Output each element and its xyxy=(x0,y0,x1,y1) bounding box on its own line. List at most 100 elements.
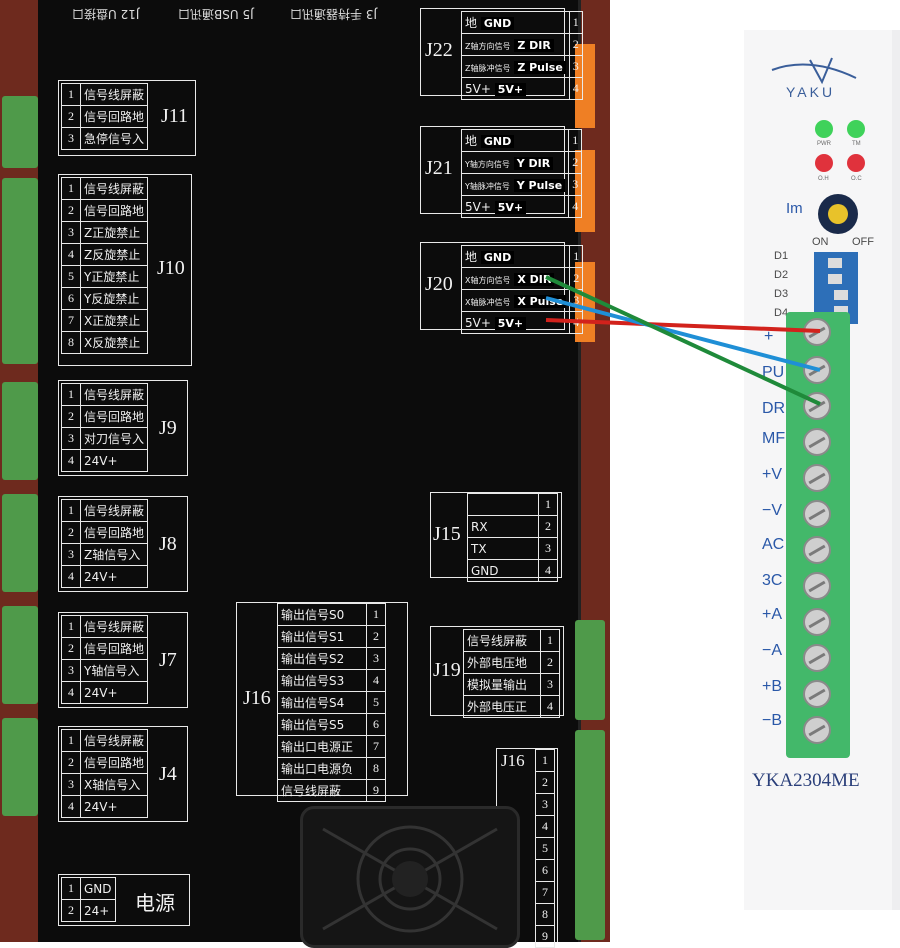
dip-switch-4[interactable] xyxy=(834,306,848,316)
j16-pin8-num: 8 xyxy=(366,757,386,780)
j20-label: J20 xyxy=(425,273,453,295)
left-terminal-j8 xyxy=(2,494,38,592)
screw-bplus[interactable] xyxy=(803,680,831,708)
screw-aminus[interactable] xyxy=(803,644,831,672)
j4-pin2-name: 信号回路地 xyxy=(79,751,149,774)
power-pin2-name: 24+ xyxy=(80,899,116,922)
j20-pin2-annotation: X DIR xyxy=(514,272,555,286)
j10-pin2-name: 信号回路地 xyxy=(79,199,149,222)
j7-pin3-name: Y轴信号入 xyxy=(79,659,149,682)
led-tm-label: TM xyxy=(852,141,861,147)
right-terminal-j19 xyxy=(575,620,605,720)
terminal-label-bplus: +B xyxy=(762,678,783,695)
j16-strip-label: J16 xyxy=(501,751,525,770)
j10-pin7-name: X正旋禁止 xyxy=(79,309,149,332)
terminal-label-vminus: −V xyxy=(762,502,783,519)
terminal-label-ac: AC xyxy=(762,536,785,553)
j8-pin2-name: 信号回路地 xyxy=(79,521,149,544)
screw-aplus[interactable] xyxy=(803,608,831,636)
left-terminal-j4 xyxy=(2,718,38,816)
dip-switch-2[interactable] xyxy=(828,274,842,284)
terminal-label-plus: + xyxy=(764,328,774,345)
terminal-label-mf: MF xyxy=(762,430,786,447)
current-adjust-knob[interactable] xyxy=(818,194,858,234)
terminal-label-aplus: +A xyxy=(762,606,783,623)
j22-pin3-name: Z轴脉冲信号 xyxy=(465,63,511,73)
j16-pin5-name: 输出信号S4 xyxy=(277,691,367,714)
dip-label-d1: D1 xyxy=(774,250,789,262)
right-terminal-j16 xyxy=(575,730,605,940)
screw-bminus[interactable] xyxy=(803,716,831,744)
j21-pin1-name: 地 xyxy=(465,134,478,148)
j8-label: J8 xyxy=(159,533,177,555)
j21-label: J21 xyxy=(425,157,453,179)
j20-pin2-name: X轴方向信号 xyxy=(465,275,511,285)
power-pin1-name: GND xyxy=(80,877,116,900)
left-terminal-j10 xyxy=(2,178,38,364)
power-label: 电源 xyxy=(135,893,175,915)
j21-pin4-num: 4 xyxy=(568,195,583,218)
j22-pin1-name: 地 xyxy=(465,16,478,30)
screw-ac[interactable] xyxy=(803,536,831,564)
terminal-label-bminus: −B xyxy=(762,712,783,729)
j11-pin3-name: 急停信号入 xyxy=(79,127,149,150)
dip-switch-3[interactable] xyxy=(834,290,848,300)
j20-pin4-annotation: 5V+ xyxy=(494,316,527,330)
j10-pin4-name: Z反旋禁止 xyxy=(79,243,149,266)
terminal-label-vplus: +V xyxy=(762,466,783,483)
screw-3c[interactable] xyxy=(803,572,831,600)
j15-pin4-name: GND xyxy=(467,559,539,582)
j16-strip-num-7: 7 xyxy=(535,881,555,904)
j22-label: J22 xyxy=(425,39,453,61)
terminal-label-dr: DR xyxy=(762,400,786,417)
j16-pin7-name: 输出口电源正 xyxy=(277,735,367,758)
led-oh xyxy=(815,154,833,172)
screw-pu[interactable] xyxy=(803,356,831,384)
driver-model: YKA2304ME xyxy=(752,770,860,791)
j10-pin6-name: Y反旋禁止 xyxy=(79,287,149,310)
power-pin2-num: 2 xyxy=(61,899,81,922)
j20-pin4-name: 5V+ xyxy=(465,315,491,330)
screw-vminus[interactable] xyxy=(803,500,831,528)
j21-pin2-annotation: Y DIR xyxy=(513,156,554,170)
j8-pin4-name: 24V+ xyxy=(79,565,149,588)
switch-on-label: ON xyxy=(812,236,829,248)
wire-x-dir-to-dr xyxy=(545,275,821,406)
j21-pin3-annotation: Y Pulse xyxy=(513,178,566,192)
j22-pin2-num: 2 xyxy=(568,33,583,56)
dip-label-d3: D3 xyxy=(774,288,789,300)
j22-pin3-annotation: Z Pulse xyxy=(514,60,566,74)
terminal-label-aminus: −A xyxy=(762,642,783,659)
left-terminal-j9 xyxy=(2,382,38,480)
knob-dial-icon xyxy=(828,204,848,224)
screw-vplus[interactable] xyxy=(803,464,831,492)
j16-pin4-name: 输出信号S3 xyxy=(277,669,367,692)
terminal-label-pu: PU xyxy=(762,364,785,381)
j9-label: J9 xyxy=(159,417,177,439)
j19-pin4-num: 4 xyxy=(540,695,560,718)
j16-label: J16 xyxy=(243,687,271,709)
j21-pin4-name: 5V+ xyxy=(465,199,491,214)
screw-mf[interactable] xyxy=(803,428,831,456)
j22-pin4-name: 5V+ xyxy=(465,81,491,96)
current-knob-label: Im xyxy=(786,200,803,217)
dip-switch-1[interactable] xyxy=(828,258,842,268)
j10-label: J10 xyxy=(157,257,185,279)
